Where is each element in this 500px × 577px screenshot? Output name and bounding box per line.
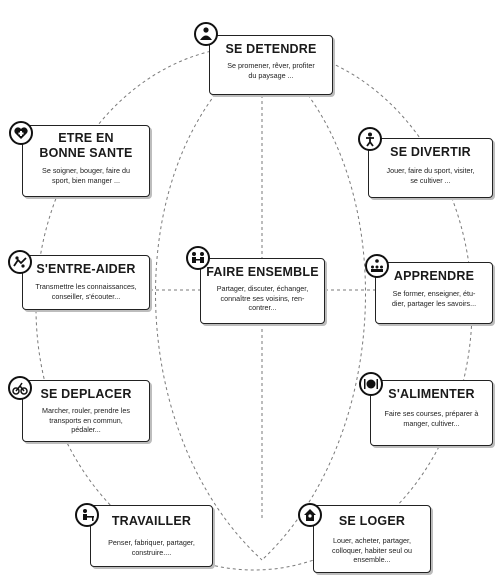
- node-s-alimenter: S'ALIMENTER Faire ses courses, préparer …: [370, 380, 493, 446]
- node-title: APPRENDRE: [393, 269, 475, 283]
- node-description: Transmettre les connaissances, conseille…: [35, 282, 137, 301]
- heart-health-icon: [9, 121, 33, 145]
- helping-hands-icon: [8, 250, 32, 274]
- node-title: S'ENTRE-AIDER: [36, 262, 136, 276]
- relaxing-person-icon: [194, 22, 218, 46]
- node-title: SE DIVERTIR: [390, 145, 471, 159]
- node-se-divertir: SE DIVERTIR Jouer, faire du sport, visit…: [368, 138, 493, 198]
- node-title: SE DETENDRE: [225, 42, 317, 56]
- node-s-entre-aider: S'ENTRE-AIDER Transmettre les connaissan…: [22, 255, 150, 310]
- house-person-icon: [298, 503, 322, 527]
- node-description: Faire ses courses, préparer à manger, cu…: [384, 409, 479, 428]
- node-description: Partager, discuter, échanger, connaître …: [216, 284, 309, 312]
- node-description: Louer, acheter, partager, colloquer, hab…: [332, 536, 412, 564]
- worker-desk-icon: [75, 503, 99, 527]
- node-description: Penser, fabriquer, partager, construire.…: [108, 538, 195, 557]
- node-description: Se former, enseigner, étu- dier, partage…: [391, 289, 477, 308]
- people-meeting-icon: [186, 246, 210, 270]
- node-description: Jouer, faire du sport, visiter, se culti…: [386, 166, 475, 185]
- node-travailler: TRAVAILLER Penser, fabriquer, partager, …: [90, 505, 213, 567]
- node-title: TRAVAILLER: [111, 514, 192, 528]
- node-title: S'ALIMENTER: [388, 387, 475, 401]
- node-se-loger: SE LOGER Louer, acheter, partager, collo…: [313, 505, 431, 573]
- node-se-detendre: SE DETENDRE Se promener, rêver, profiter…: [209, 35, 333, 95]
- classroom-icon: [365, 254, 389, 278]
- node-etre-en-bonne-sante: ETRE EN BONNE SANTE Se soigner, bouger, …: [22, 125, 150, 197]
- node-description: Se promener, rêver, profiter du paysage …: [227, 61, 315, 80]
- node-title: ETRE EN BONNE SANTE: [39, 131, 133, 160]
- plate-cutlery-icon: [359, 372, 383, 396]
- node-title: FAIRE ENSEMBLE: [206, 265, 319, 279]
- playing-child-icon: [358, 127, 382, 151]
- node-title: SE DEPLACER: [40, 387, 132, 401]
- node-description: Se soigner, bouger, faire du sport, bien…: [42, 166, 130, 185]
- cyclist-icon: [8, 376, 32, 400]
- node-apprendre: APPRENDRE Se former, enseigner, étu- die…: [375, 262, 493, 324]
- node-title: SE LOGER: [338, 514, 406, 528]
- right-arc: [261, 47, 366, 561]
- node-description: Marcher, rouler, prendre les transports …: [42, 406, 130, 434]
- left-arc: [155, 47, 263, 561]
- node-se-deplacer: SE DEPLACER Marcher, rouler, prendre les…: [22, 380, 150, 442]
- node-faire-ensemble: FAIRE ENSEMBLE Partager, discuter, échan…: [200, 258, 325, 324]
